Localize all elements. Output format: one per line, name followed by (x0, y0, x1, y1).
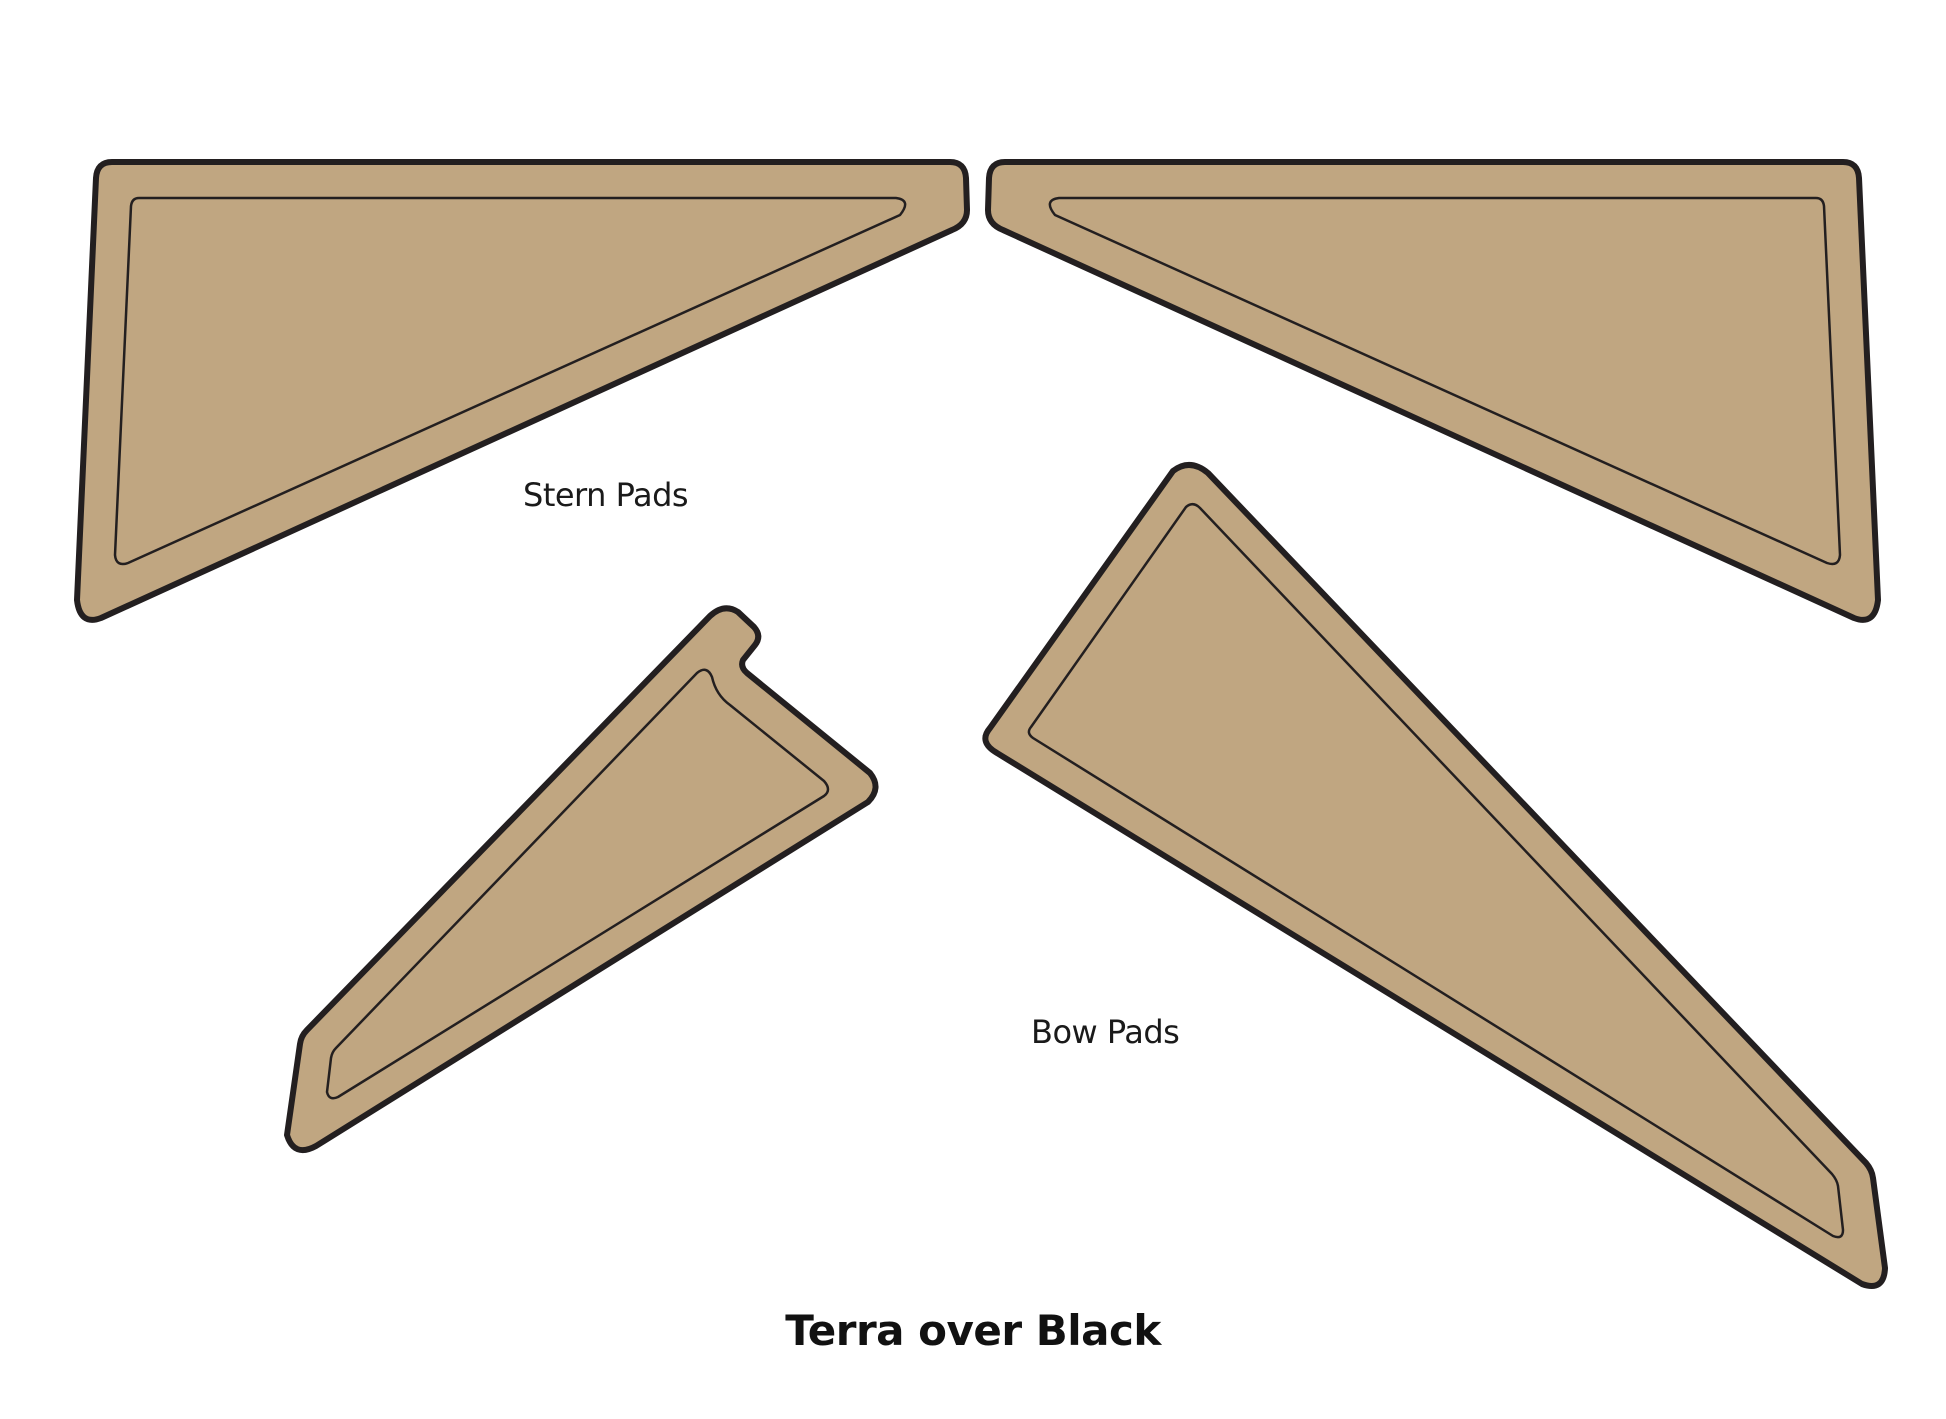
bow-pad-left (284, 605, 879, 1154)
stern-pad-left-outer (74, 159, 970, 623)
bow-pad-left-inner (325, 668, 830, 1100)
stern-pads-label: Stern Pads (523, 476, 689, 514)
bow-pad-left-outer (284, 605, 879, 1154)
stern-pad-right-inner (1048, 196, 1842, 566)
bow-pad-right-outer (982, 462, 1888, 1289)
bow-pad-right (982, 462, 1888, 1289)
stern-pad-left-inner (113, 196, 907, 566)
color-caption: Terra over Black (785, 1306, 1161, 1355)
bow-pad-right-inner (1027, 503, 1845, 1239)
stern-pad-right-outer (985, 159, 1881, 623)
bow-pads-label: Bow Pads (1031, 1013, 1180, 1051)
stern-pad-right (985, 159, 1881, 623)
stern-pad-left (74, 159, 970, 623)
